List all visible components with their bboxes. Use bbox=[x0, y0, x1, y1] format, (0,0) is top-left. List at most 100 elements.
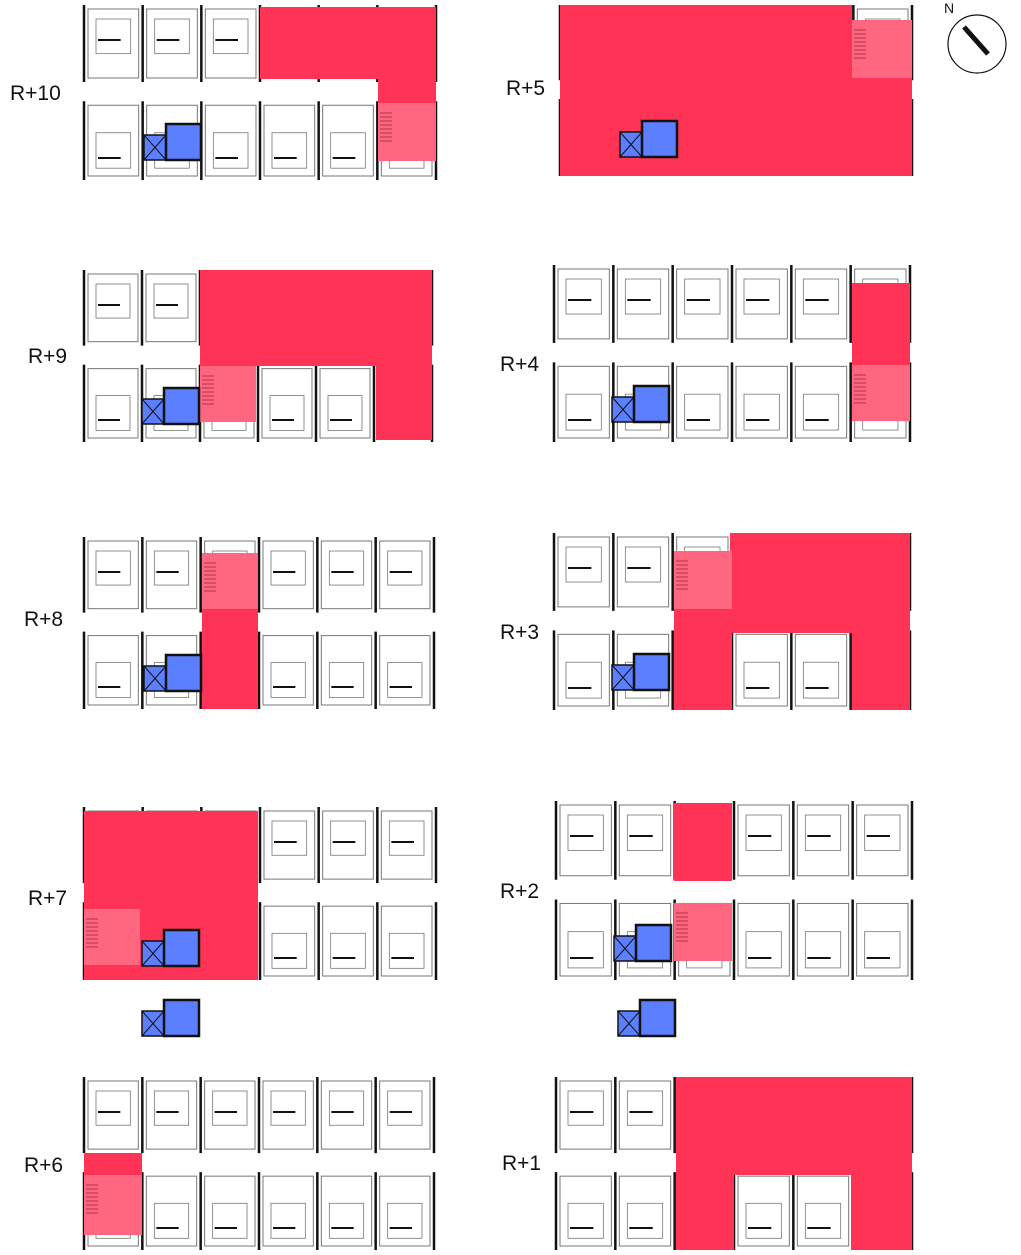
bathroom bbox=[743, 393, 780, 431]
bathroom bbox=[624, 278, 662, 315]
room-north bbox=[559, 804, 612, 877]
bathroom bbox=[567, 1090, 604, 1126]
room-north bbox=[262, 540, 314, 610]
stair-core bbox=[852, 20, 912, 78]
room-south bbox=[319, 368, 371, 439]
room-south bbox=[796, 1175, 850, 1247]
room-south bbox=[379, 635, 431, 706]
bathroom bbox=[387, 1202, 423, 1239]
bathroom bbox=[212, 18, 249, 55]
bathroom bbox=[212, 1090, 248, 1126]
floor-plan-6 bbox=[552, 265, 912, 442]
room-south bbox=[794, 633, 848, 707]
bathroom bbox=[743, 278, 780, 315]
elevator-cross bbox=[611, 664, 635, 691]
stair-core bbox=[84, 909, 140, 965]
elevator-cross bbox=[141, 940, 165, 967]
bathroom bbox=[387, 550, 423, 586]
room-south bbox=[735, 633, 788, 707]
bathroom bbox=[95, 132, 132, 169]
common-space bbox=[376, 342, 432, 440]
floor-plan-8 bbox=[554, 801, 914, 980]
bathroom bbox=[269, 395, 305, 431]
bathroom bbox=[802, 393, 840, 431]
bathroom bbox=[327, 395, 363, 431]
floor-label-r2: R+2 bbox=[500, 880, 539, 903]
bathroom bbox=[153, 1202, 190, 1239]
compass-letter: N bbox=[944, 0, 954, 16]
common-space bbox=[560, 5, 852, 176]
room-north bbox=[380, 810, 433, 880]
bathroom bbox=[330, 932, 366, 969]
elevator-cross bbox=[613, 935, 637, 962]
room-south bbox=[145, 1175, 198, 1247]
room-north bbox=[262, 1080, 314, 1150]
room-north bbox=[145, 1080, 198, 1150]
room-north bbox=[618, 804, 672, 877]
floor-label-r1: R+1 bbox=[502, 1152, 541, 1175]
bathroom bbox=[328, 662, 365, 698]
bathroom bbox=[387, 662, 423, 698]
room-north bbox=[145, 540, 198, 610]
room-north bbox=[559, 1080, 612, 1150]
bathroom bbox=[330, 132, 366, 169]
bathroom bbox=[154, 18, 190, 55]
room-south bbox=[204, 104, 257, 177]
room-south bbox=[796, 902, 850, 977]
common-space bbox=[84, 1153, 142, 1175]
room-north bbox=[87, 273, 139, 343]
elevator-cross bbox=[141, 1010, 165, 1037]
common-space bbox=[852, 633, 910, 710]
service-core bbox=[162, 386, 201, 426]
common-space bbox=[676, 1175, 734, 1250]
stair-core bbox=[674, 903, 732, 961]
room-south bbox=[204, 1175, 256, 1247]
bathroom bbox=[388, 932, 425, 969]
room-north bbox=[557, 536, 610, 608]
bathroom bbox=[565, 546, 602, 583]
floor-label-r5: R+5 bbox=[506, 77, 545, 100]
bathroom bbox=[745, 814, 782, 851]
room-north bbox=[379, 540, 431, 610]
service-core bbox=[640, 119, 679, 159]
elevator-cross bbox=[619, 131, 643, 158]
elevator-cross bbox=[143, 134, 167, 161]
floor-plan-4 bbox=[82, 998, 436, 1250]
stair-core bbox=[202, 553, 258, 609]
room-north bbox=[676, 268, 729, 340]
elevator-cross bbox=[143, 665, 167, 692]
room-south bbox=[87, 368, 139, 439]
bathroom bbox=[387, 1090, 423, 1126]
bathroom bbox=[565, 278, 602, 315]
bathroom bbox=[684, 278, 721, 315]
bathroom bbox=[95, 283, 131, 319]
bathroom bbox=[626, 1202, 664, 1239]
stair-core bbox=[674, 551, 732, 609]
bathroom bbox=[743, 661, 780, 699]
room-north bbox=[204, 8, 257, 79]
room-south bbox=[559, 902, 612, 977]
common-space bbox=[852, 1120, 912, 1250]
room-south bbox=[557, 365, 610, 439]
room-north bbox=[322, 810, 374, 880]
floor-plan-0 bbox=[82, 5, 438, 180]
room-south bbox=[261, 368, 313, 439]
room-south bbox=[379, 1175, 431, 1247]
service-core bbox=[638, 998, 677, 1038]
floor-label-r9: R+9 bbox=[28, 345, 67, 368]
service-core bbox=[162, 998, 201, 1038]
room-south bbox=[320, 635, 373, 706]
room-north bbox=[618, 1080, 672, 1150]
floor-plan-1 bbox=[82, 270, 434, 442]
north-arrow-icon bbox=[962, 25, 990, 56]
room-north bbox=[87, 540, 139, 610]
common-space bbox=[674, 633, 732, 710]
bathroom bbox=[212, 132, 249, 169]
room-south bbox=[322, 905, 374, 977]
bathroom bbox=[270, 1090, 306, 1126]
bathroom bbox=[95, 18, 132, 55]
bathroom bbox=[212, 1202, 248, 1239]
room-north bbox=[616, 268, 670, 340]
bathroom bbox=[95, 550, 131, 586]
service-core bbox=[164, 122, 203, 162]
